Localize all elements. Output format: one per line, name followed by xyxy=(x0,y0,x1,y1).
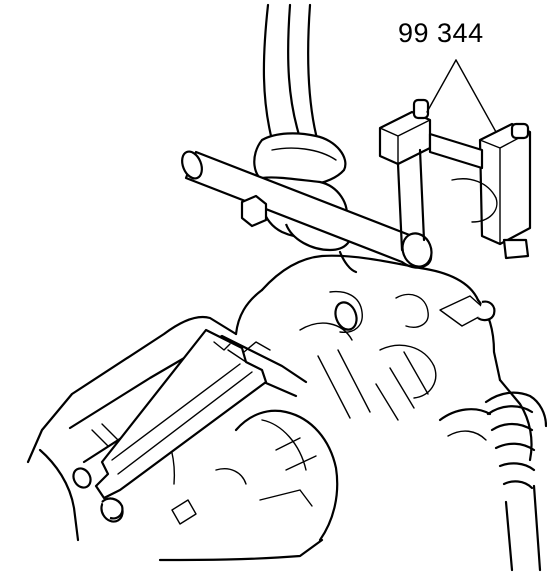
caliper-housing xyxy=(26,254,533,464)
part-number-callout: 99 344 xyxy=(398,18,484,48)
special-tool-99344 xyxy=(378,98,532,260)
retaining-tool xyxy=(72,328,268,523)
support-bar xyxy=(181,150,433,269)
hex-nut xyxy=(240,194,268,228)
brake-disc xyxy=(158,409,339,562)
hanging-cable xyxy=(262,3,322,152)
callout-leader-lines xyxy=(426,59,497,133)
cv-boot xyxy=(484,391,547,572)
